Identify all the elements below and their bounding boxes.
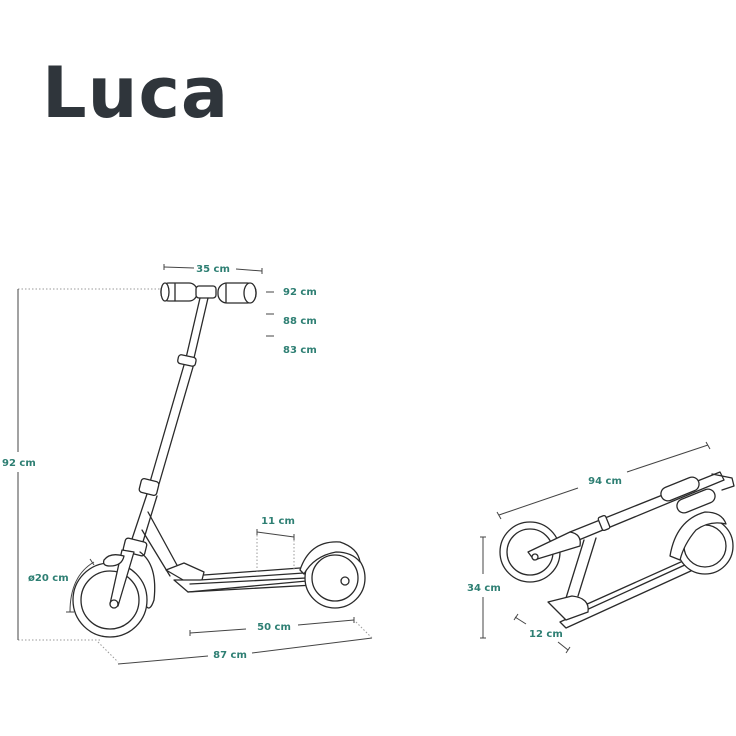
folded-length-label: 94 cm [588, 476, 622, 487]
stem-icon [122, 297, 209, 577]
deck-width-label: 11 cm [261, 516, 295, 527]
height-83-label: 83 cm [283, 345, 317, 356]
wheel-diameter-label: ø20 cm [28, 573, 69, 584]
folded-width-label: 12 cm [529, 629, 563, 640]
total-length-label: 87 cm [213, 650, 247, 661]
front-wheel-icon [72, 549, 156, 638]
folded-view-scooter [480, 441, 735, 654]
total-height-label: 92 cm [2, 458, 36, 469]
deck-length-label: 50 cm [257, 622, 291, 633]
handlebar-width-label: 35 cm [196, 264, 230, 275]
rear-wheel-icon [299, 541, 366, 609]
height-88-label: 88 cm [283, 316, 317, 327]
height-92-label: 92 cm [283, 287, 317, 298]
side-view-scooter [17, 264, 373, 665]
handlebar-icon [160, 282, 257, 304]
product-title: Luca [42, 52, 230, 134]
folded-height-label: 34 cm [467, 583, 501, 594]
